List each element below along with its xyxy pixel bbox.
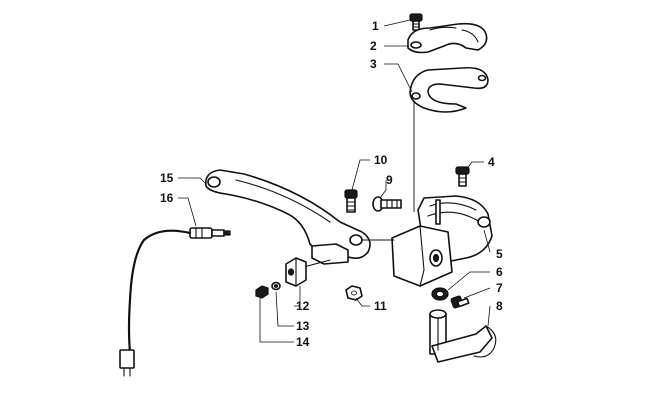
callout-16: 16 — [160, 191, 174, 205]
leader-12 — [294, 286, 301, 307]
part-6-washer — [431, 287, 449, 301]
callout-10: 10 — [374, 153, 388, 167]
part-13-spacer — [271, 281, 281, 291]
callout-15: 15 — [160, 171, 174, 185]
leader-8 — [487, 305, 491, 327]
callout-13: 13 — [296, 319, 310, 333]
callout-6: 6 — [496, 265, 503, 279]
part-15-brake-lever — [204, 169, 395, 269]
leader-15 — [178, 177, 207, 185]
leader-5 — [483, 229, 491, 253]
callout-11: 11 — [374, 299, 387, 313]
part-4-screw — [455, 166, 470, 187]
leader-6 — [447, 271, 490, 291]
part-9-bolt — [372, 196, 402, 212]
callout-8: 8 — [496, 299, 503, 313]
part-2-upper-cover — [407, 22, 488, 54]
callout-5: 5 — [496, 247, 503, 261]
part-8-throttle-arm — [429, 309, 497, 363]
callout-9: 9 — [386, 173, 393, 187]
callout-labels: 1 2 3 4 5 6 7 8 9 10 11 12 13 14 15 16 — [160, 19, 503, 349]
part-10-bolt — [344, 189, 358, 213]
callout-3: 3 — [370, 57, 377, 71]
part-5-master-cylinder-housing — [391, 195, 493, 287]
leader-1 — [383, 19, 411, 27]
leader-16 — [178, 197, 197, 227]
leader-11 — [355, 297, 370, 307]
part-12-adjuster-block — [285, 257, 307, 287]
part-7-screw — [450, 295, 470, 309]
leader-4 — [465, 161, 484, 171]
callout-2: 2 — [370, 39, 377, 53]
leader-7 — [463, 287, 491, 299]
leader-14 — [259, 298, 294, 343]
leader-10 — [351, 159, 370, 191]
callout-4: 4 — [488, 155, 495, 169]
part-1-screw — [409, 13, 423, 31]
part-14-screw — [255, 285, 269, 299]
leader-lines — [178, 19, 491, 343]
part-3-gasket — [409, 66, 489, 113]
leader-3 — [384, 63, 413, 93]
leader-9 — [379, 180, 387, 199]
callout-14: 14 — [296, 335, 310, 349]
part-11-nut — [345, 285, 363, 301]
callout-1: 1 — [372, 19, 379, 33]
leader-13 — [275, 291, 294, 327]
part-16-brake-switch — [119, 227, 231, 377]
callout-7: 7 — [496, 281, 503, 295]
callout-12: 12 — [296, 299, 310, 313]
